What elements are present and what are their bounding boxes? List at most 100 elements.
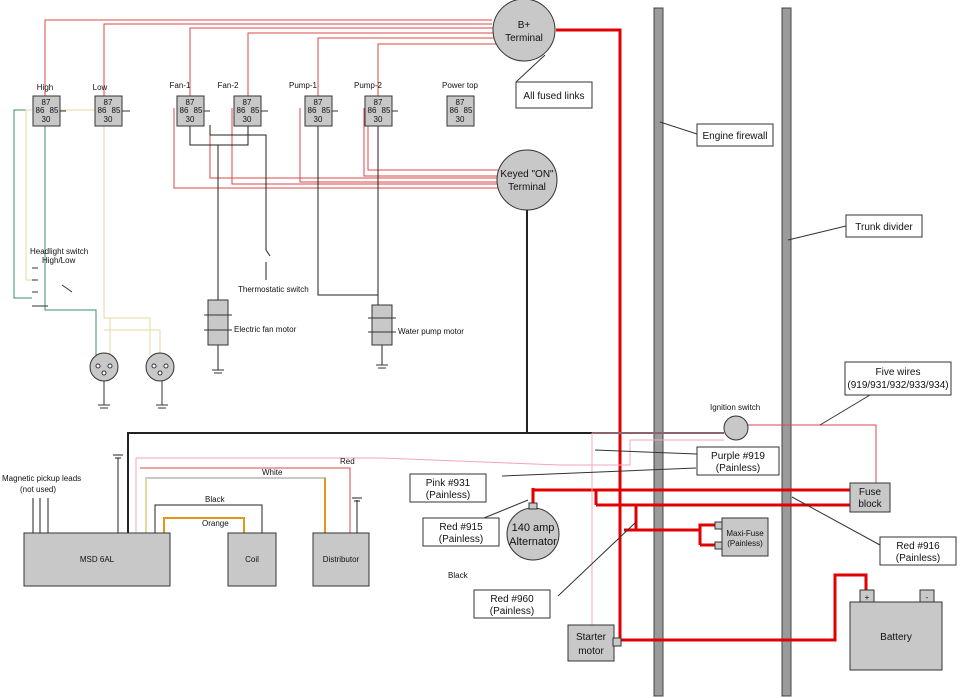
callout-fused-links: All fused links: [515, 81, 593, 109]
svg-text:85: 85: [194, 106, 203, 115]
svg-text:(Painless): (Painless): [439, 534, 483, 545]
wire-black-label: Black: [205, 495, 226, 504]
svg-text:MSD 6AL: MSD 6AL: [80, 555, 115, 564]
svg-text:-: -: [926, 593, 929, 602]
svg-text:86: 86: [368, 106, 377, 115]
relay-power-top-label: Power top: [442, 81, 479, 90]
svg-text:Coil: Coil: [245, 555, 259, 564]
svg-text:Terminal: Terminal: [505, 33, 543, 44]
electric-fan-motor-label: Electric fan motor: [234, 325, 297, 334]
main-power-wires: [531, 28, 868, 642]
callout-five-wires: Five wires (919/931/932/933/934): [844, 361, 952, 396]
relay-fan-2: Fan-2 87 86 85 30: [218, 81, 268, 127]
svg-text:Engine firewall: Engine firewall: [702, 131, 767, 142]
callout-pink-931: Pink #931 (Painless): [409, 473, 487, 503]
callout-leaders: [483, 54, 881, 597]
coil-box: Coil: [227, 532, 277, 587]
svg-text:(Painless): (Painless): [490, 606, 534, 617]
svg-text:86: 86: [308, 106, 317, 115]
svg-text:30: 30: [314, 115, 323, 124]
water-pump-motor-label: Water pump motor: [398, 327, 464, 336]
svg-text:Red #916: Red #916: [896, 541, 940, 552]
svg-text:30: 30: [456, 115, 465, 124]
svg-text:85: 85: [382, 106, 391, 115]
svg-text:B+: B+: [518, 20, 531, 31]
wire-white-label: White: [262, 468, 283, 477]
svg-text:140 amp: 140 amp: [512, 522, 555, 534]
svg-text:86: 86: [237, 106, 246, 115]
thermostatic-switch-label: Thermostatic switch: [238, 285, 309, 294]
svg-text:block: block: [858, 499, 882, 510]
msd-6al-box: MSD 6AL: [23, 532, 171, 587]
wire-orange-label: Orange: [202, 519, 229, 528]
svg-text:86: 86: [450, 106, 459, 115]
fuse-block: Fuse block: [849, 482, 891, 513]
keyed-feed-wires: [173, 108, 498, 189]
svg-text:Red #915: Red #915: [439, 522, 483, 533]
starter-motor: Starter motor: [567, 624, 622, 662]
black-loose-label: Black: [448, 571, 469, 580]
msd-ground: [113, 454, 123, 459]
svg-text:Keyed "ON": Keyed "ON": [500, 169, 554, 180]
headlight-left: [89, 352, 119, 409]
callout-purple-919: Purple #919 (Painless): [696, 446, 780, 476]
callout-red-915: Red #915 (Painless): [422, 517, 500, 547]
magnetic-label-1: Magnetic pickup leads: [2, 474, 81, 483]
trunk-divider-post: [781, 7, 792, 697]
svg-text:Red #960: Red #960: [490, 594, 534, 605]
magnetic-pickup-leads: [32, 498, 49, 533]
headlight-wiring: [13, 109, 163, 405]
relay-high: High 87 86 85 30: [32, 83, 66, 127]
motor-control-wires: [189, 125, 383, 370]
callout-red-916: Red #916 (Painless): [879, 536, 957, 566]
maxi-fuse: Maxi-Fuse (Painless): [714, 517, 769, 557]
svg-text:85: 85: [112, 106, 121, 115]
svg-text:Terminal: Terminal: [508, 182, 546, 193]
bplus-feed-wires: [44, 19, 500, 97]
svg-text:motor: motor: [578, 646, 604, 657]
svg-text:87: 87: [314, 98, 323, 107]
svg-text:87: 87: [186, 98, 195, 107]
svg-text:30: 30: [42, 115, 51, 124]
svg-text:Five wires: Five wires: [875, 367, 920, 378]
msd-wiring: [117, 458, 358, 533]
water-pump-motor: [368, 304, 396, 369]
svg-text:87: 87: [42, 98, 51, 107]
wire-red-label: Red: [340, 457, 355, 466]
svg-text:86: 86: [36, 106, 45, 115]
svg-text:85: 85: [50, 106, 59, 115]
svg-text:Starter: Starter: [576, 632, 607, 643]
relay-low-label: Low: [93, 83, 108, 92]
svg-text:87: 87: [374, 98, 383, 107]
thermostatic-switch: [265, 249, 271, 280]
svg-text:(Painless): (Painless): [896, 553, 940, 564]
svg-text:(Painless): (Painless): [727, 539, 763, 548]
relay-high-label: High: [37, 83, 53, 92]
svg-text:+: +: [865, 593, 870, 602]
engine-firewall-post: [653, 7, 664, 697]
svg-text:86: 86: [98, 106, 107, 115]
svg-text:Fuse: Fuse: [859, 487, 882, 498]
svg-text:87: 87: [456, 98, 465, 107]
callout-trunk-divider: Trunk divider: [845, 214, 923, 238]
svg-text:Battery: Battery: [880, 632, 912, 643]
svg-text:Purple #919: Purple #919: [711, 451, 765, 462]
callout-engine-firewall: Engine firewall: [696, 123, 774, 147]
relay-power-top: Power top 87 86 85 30: [442, 81, 479, 127]
svg-text:86: 86: [180, 106, 189, 115]
relay-pump-1: Pump-1 87 86 85 30: [289, 81, 338, 127]
relay-pump-2-label: Pump-2: [354, 81, 383, 90]
headlight-switch-label-1: Headlight switch: [30, 247, 88, 256]
svg-text:85: 85: [464, 106, 473, 115]
keyed-on-terminal: Keyed "ON" Terminal: [496, 149, 558, 211]
svg-text:All fused links: All fused links: [523, 91, 584, 102]
svg-text:(919/931/932/933/934): (919/931/932/933/934): [847, 380, 948, 391]
bplus-terminal: B+ Terminal: [492, 0, 556, 62]
relay-fan-1-label: Fan-1: [170, 81, 191, 90]
svg-text:(Painless): (Painless): [426, 490, 470, 501]
relay-pump-1-label: Pump-1: [289, 81, 318, 90]
svg-text:Distributor: Distributor: [323, 555, 360, 564]
svg-text:85: 85: [251, 106, 260, 115]
